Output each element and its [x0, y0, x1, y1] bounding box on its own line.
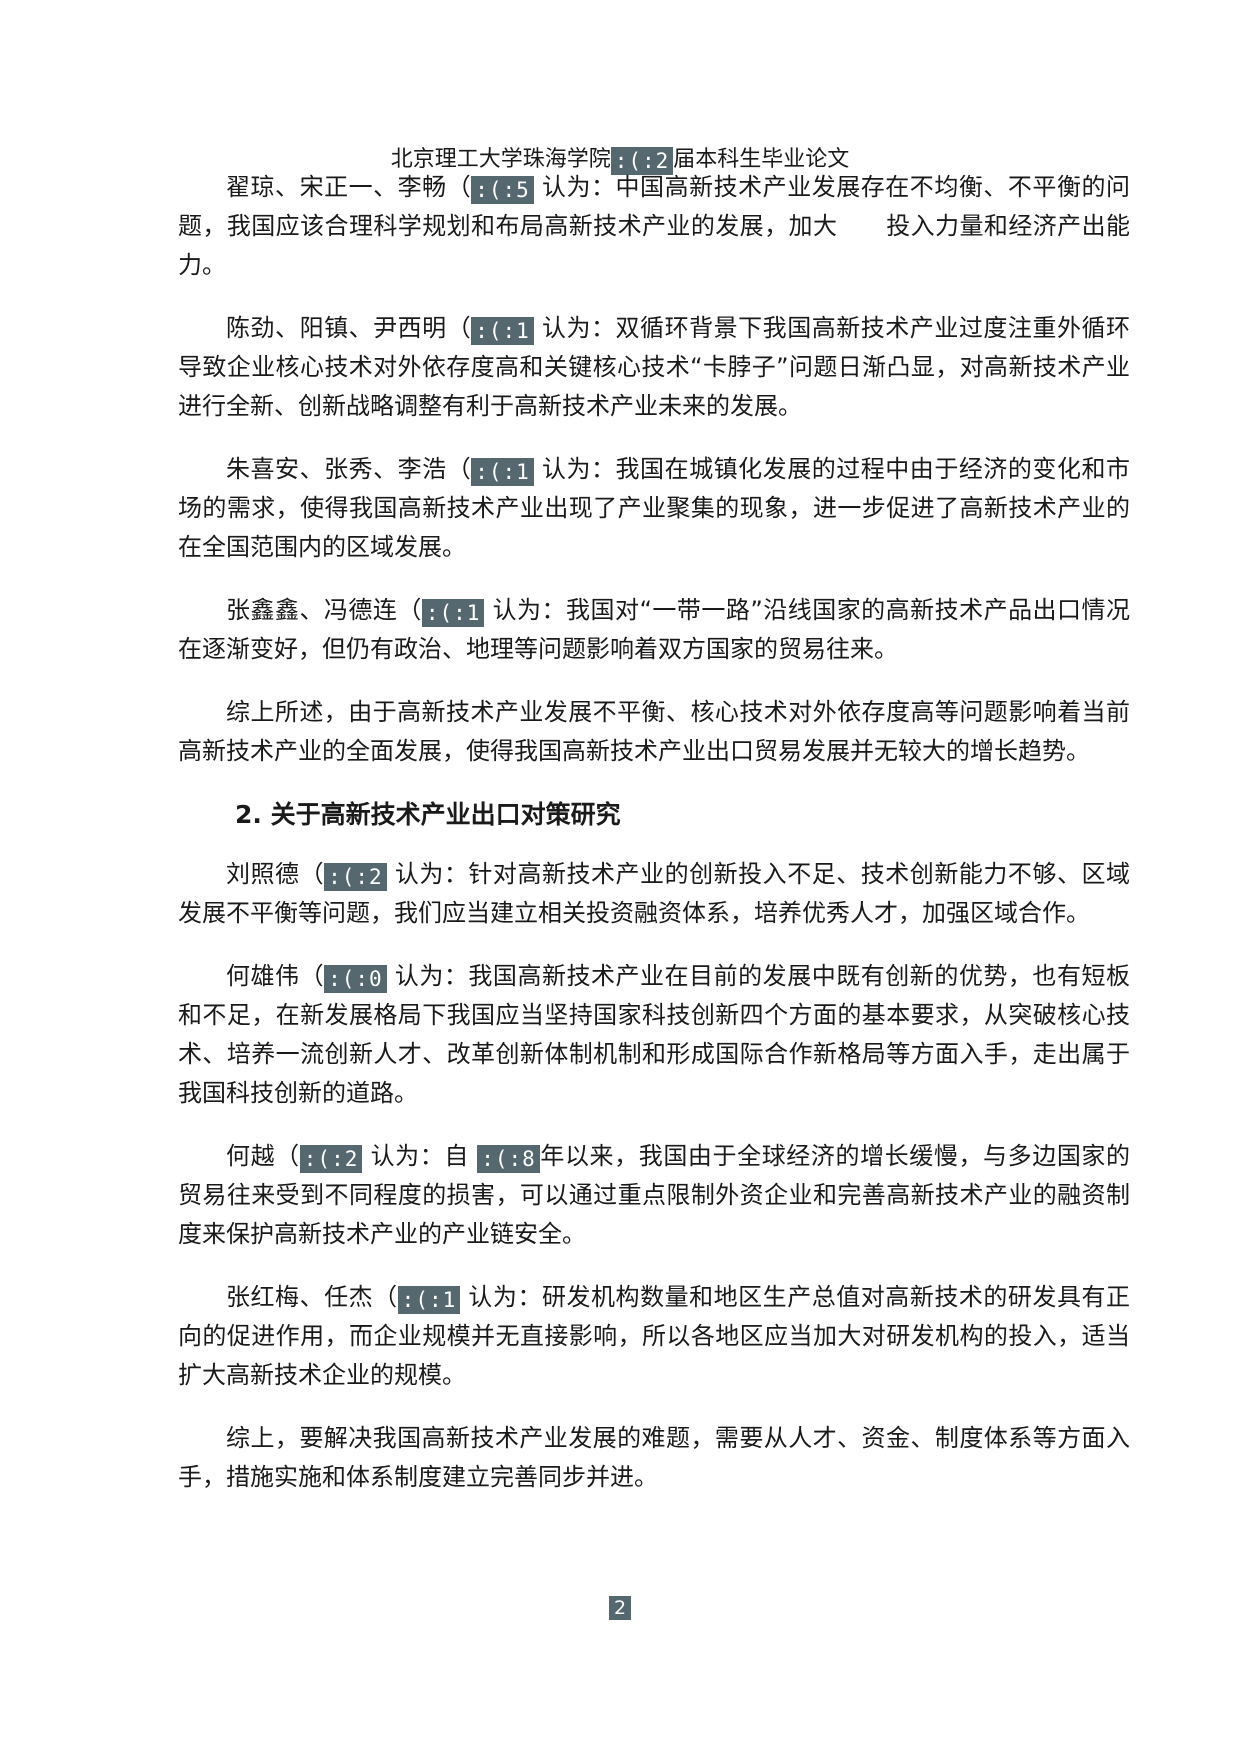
paragraph-text: 认为：研发机构数量和地区生产总值对高新技术的研发具有正向的促进作用，而企业规模并…	[178, 1283, 1131, 1389]
page-body: 翟琼、宋正一、李畅（:(:5 认为：中国高新技术产业发展存在不均衡、不平衡的问题…	[178, 168, 1130, 1521]
citation-authors: 何越（	[226, 1142, 300, 1170]
citation-authors: 张红梅、任杰（	[226, 1283, 398, 1311]
paragraph-text: 认为：我国对“一带一路”沿线国家的高新技术产品出口情况在逐渐变好，但仍有政治、地…	[178, 596, 1131, 663]
header-school: 北京理工大学珠海学院	[390, 147, 611, 172]
citation-redaction: :(:0	[324, 965, 387, 993]
paragraph-1: 翟琼、宋正一、李畅（:(:5 认为：中国高新技术产业发展存在不均衡、不平衡的问题…	[178, 168, 1130, 285]
paragraph-text: 认为：针对高新技术产业的创新投入不足、技术创新能力不够、区域发展不平衡等问题，我…	[178, 860, 1130, 927]
citation-authors: 何雄伟（	[226, 962, 325, 990]
paragraph-text: 认为：中国高新技术产业发展存在不均衡、不平衡的问题，我国应该合理科学规划和布局高…	[178, 173, 1130, 279]
paragraph-summary-1: 综上所述，由于高新技术产业发展不平衡、核心技术对外依存度高等问题影响着当前高新技…	[178, 698, 1130, 765]
paragraph-4: 张鑫鑫、冯德连（:(:1 认为：我国对“一带一路”沿线国家的高新技术产品出口情况…	[178, 591, 1130, 669]
paragraph-text: 年以来，我国由于全球经济的增长缓慢，与多边国家的贸易往来受到不同程度的损害，可以…	[178, 1142, 1131, 1248]
paragraph-text: 认为：我国在城镇化发展的过程中由于经济的变化和市场的需求，使得我国高新技术产业出…	[178, 455, 1130, 561]
citation-authors: 陈劲、阳镇、尹西明（	[226, 314, 472, 342]
citation-authors: 刘照德（	[226, 860, 325, 888]
citation-redaction: :(:1	[397, 1286, 461, 1314]
paragraph-2: 陈劲、阳镇、尹西明（:(:1 认为：双循环背景下我国高新技术产业过度注重外循环导…	[178, 309, 1130, 426]
paragraph-summary-2: 综上，要解决我国高新技术产业发展的难题，需要从人才、资金、制度体系等方面入手，措…	[178, 1424, 1130, 1491]
citation-authors: 翟琼、宋正一、李畅（	[226, 173, 472, 201]
year-redaction: :(:8	[477, 1145, 540, 1173]
paragraph-5: 刘照德（:(:2 认为：针对高新技术产业的创新投入不足、技术创新能力不够、区域发…	[178, 855, 1130, 933]
header-thesis-label: 届本科生毕业论文	[673, 147, 850, 172]
paragraph-text: 认为：双循环背景下我国高新技术产业过度注重外循环导致企业核心技术对外依存度高和关…	[178, 314, 1130, 420]
paragraph-text: 认为：自	[370, 1142, 469, 1170]
paragraph-text: 认为：我国高新技术产业在目前的发展中既有创新的优势，也有短板和不足，在新发展格局…	[178, 962, 1130, 1107]
paragraph-8: 张红梅、任杰（:(:1 认为：研发机构数量和地区生产总值对高新技术的研发具有正向…	[178, 1278, 1130, 1395]
paragraph-3: 朱喜安、张秀、李浩（:(:1 认为：我国在城镇化发展的过程中由于经济的变化和市场…	[178, 450, 1130, 567]
citation-redaction: :(:2	[324, 863, 387, 891]
section-heading-2: 2. 关于高新技术产业出口对策研究	[235, 800, 621, 829]
citation-redaction: :(:2	[299, 1145, 363, 1173]
citation-redaction: :(:1	[471, 458, 534, 486]
paragraph-6: 何雄伟（:(:0 认为：我国高新技术产业在目前的发展中既有创新的优势，也有短板和…	[178, 957, 1130, 1113]
header-redaction: :(:2	[610, 147, 674, 175]
page-footer: 2	[0, 1596, 1240, 1620]
citation-redaction: :(:1	[471, 317, 534, 345]
page-number: 2	[608, 1596, 632, 1620]
citation-authors: 张鑫鑫、冯德连（	[226, 596, 422, 624]
citation-redaction: :(:1	[421, 599, 485, 627]
citation-authors: 朱喜安、张秀、李浩（	[226, 455, 472, 483]
citation-redaction: :(:5	[471, 176, 534, 204]
